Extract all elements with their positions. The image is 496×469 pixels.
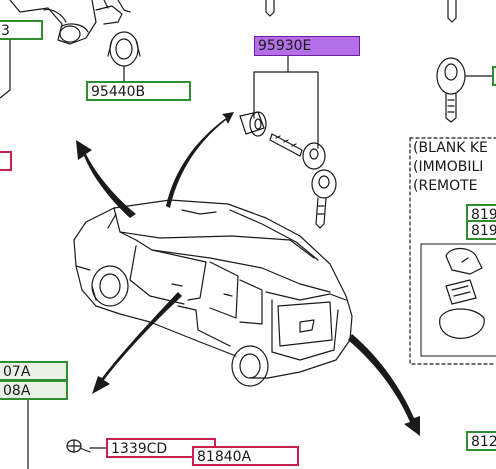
key-set-frame xyxy=(420,243,496,357)
key-stub xyxy=(447,0,457,23)
arrow-to-left-panel xyxy=(76,140,136,218)
part-label-819-b[interactable]: 819 xyxy=(466,220,496,240)
part-label-07a[interactable]: 07A xyxy=(0,361,68,381)
car-body xyxy=(73,199,353,387)
note-immobilizer: (IMMOBILI xyxy=(413,159,484,175)
part-label-819-a[interactable]: 819 xyxy=(466,204,496,224)
arrow-to-lock-cylinder xyxy=(166,112,234,208)
part-label-95440b[interactable]: 95440B xyxy=(86,81,191,101)
fastener-1339cd xyxy=(66,439,91,453)
transponder-key xyxy=(436,57,466,123)
leader-line-95930e xyxy=(253,55,319,149)
part-label-95930e[interactable]: 95930E xyxy=(254,36,360,56)
leader-line xyxy=(0,21,11,99)
part-label-right-edge[interactable] xyxy=(492,66,496,86)
arrow-to-lower-left xyxy=(92,292,182,394)
cylinder-ring-95440b xyxy=(107,31,141,67)
note-remote: (REMOTE xyxy=(413,178,478,194)
blank-key-box xyxy=(409,137,495,365)
part-label-left-edge[interactable] xyxy=(0,151,12,171)
part-label-812[interactable]: 812 xyxy=(466,431,496,451)
key-pair xyxy=(269,133,337,229)
part-label-3[interactable]: 3 xyxy=(0,20,43,40)
arrow-to-lower-right xyxy=(348,334,420,436)
lock-cylinder xyxy=(239,111,267,137)
part-label-08a[interactable]: 08A xyxy=(0,380,68,400)
ignition-cylinder-housing xyxy=(9,0,131,45)
part-label-1339cd[interactable]: 1339CD xyxy=(106,438,216,458)
note-blank-key: (BLANK KE xyxy=(413,140,488,156)
part-label-81840a[interactable]: 81840A xyxy=(192,446,299,466)
blank-key-set xyxy=(439,247,485,339)
key-stub xyxy=(265,0,275,17)
